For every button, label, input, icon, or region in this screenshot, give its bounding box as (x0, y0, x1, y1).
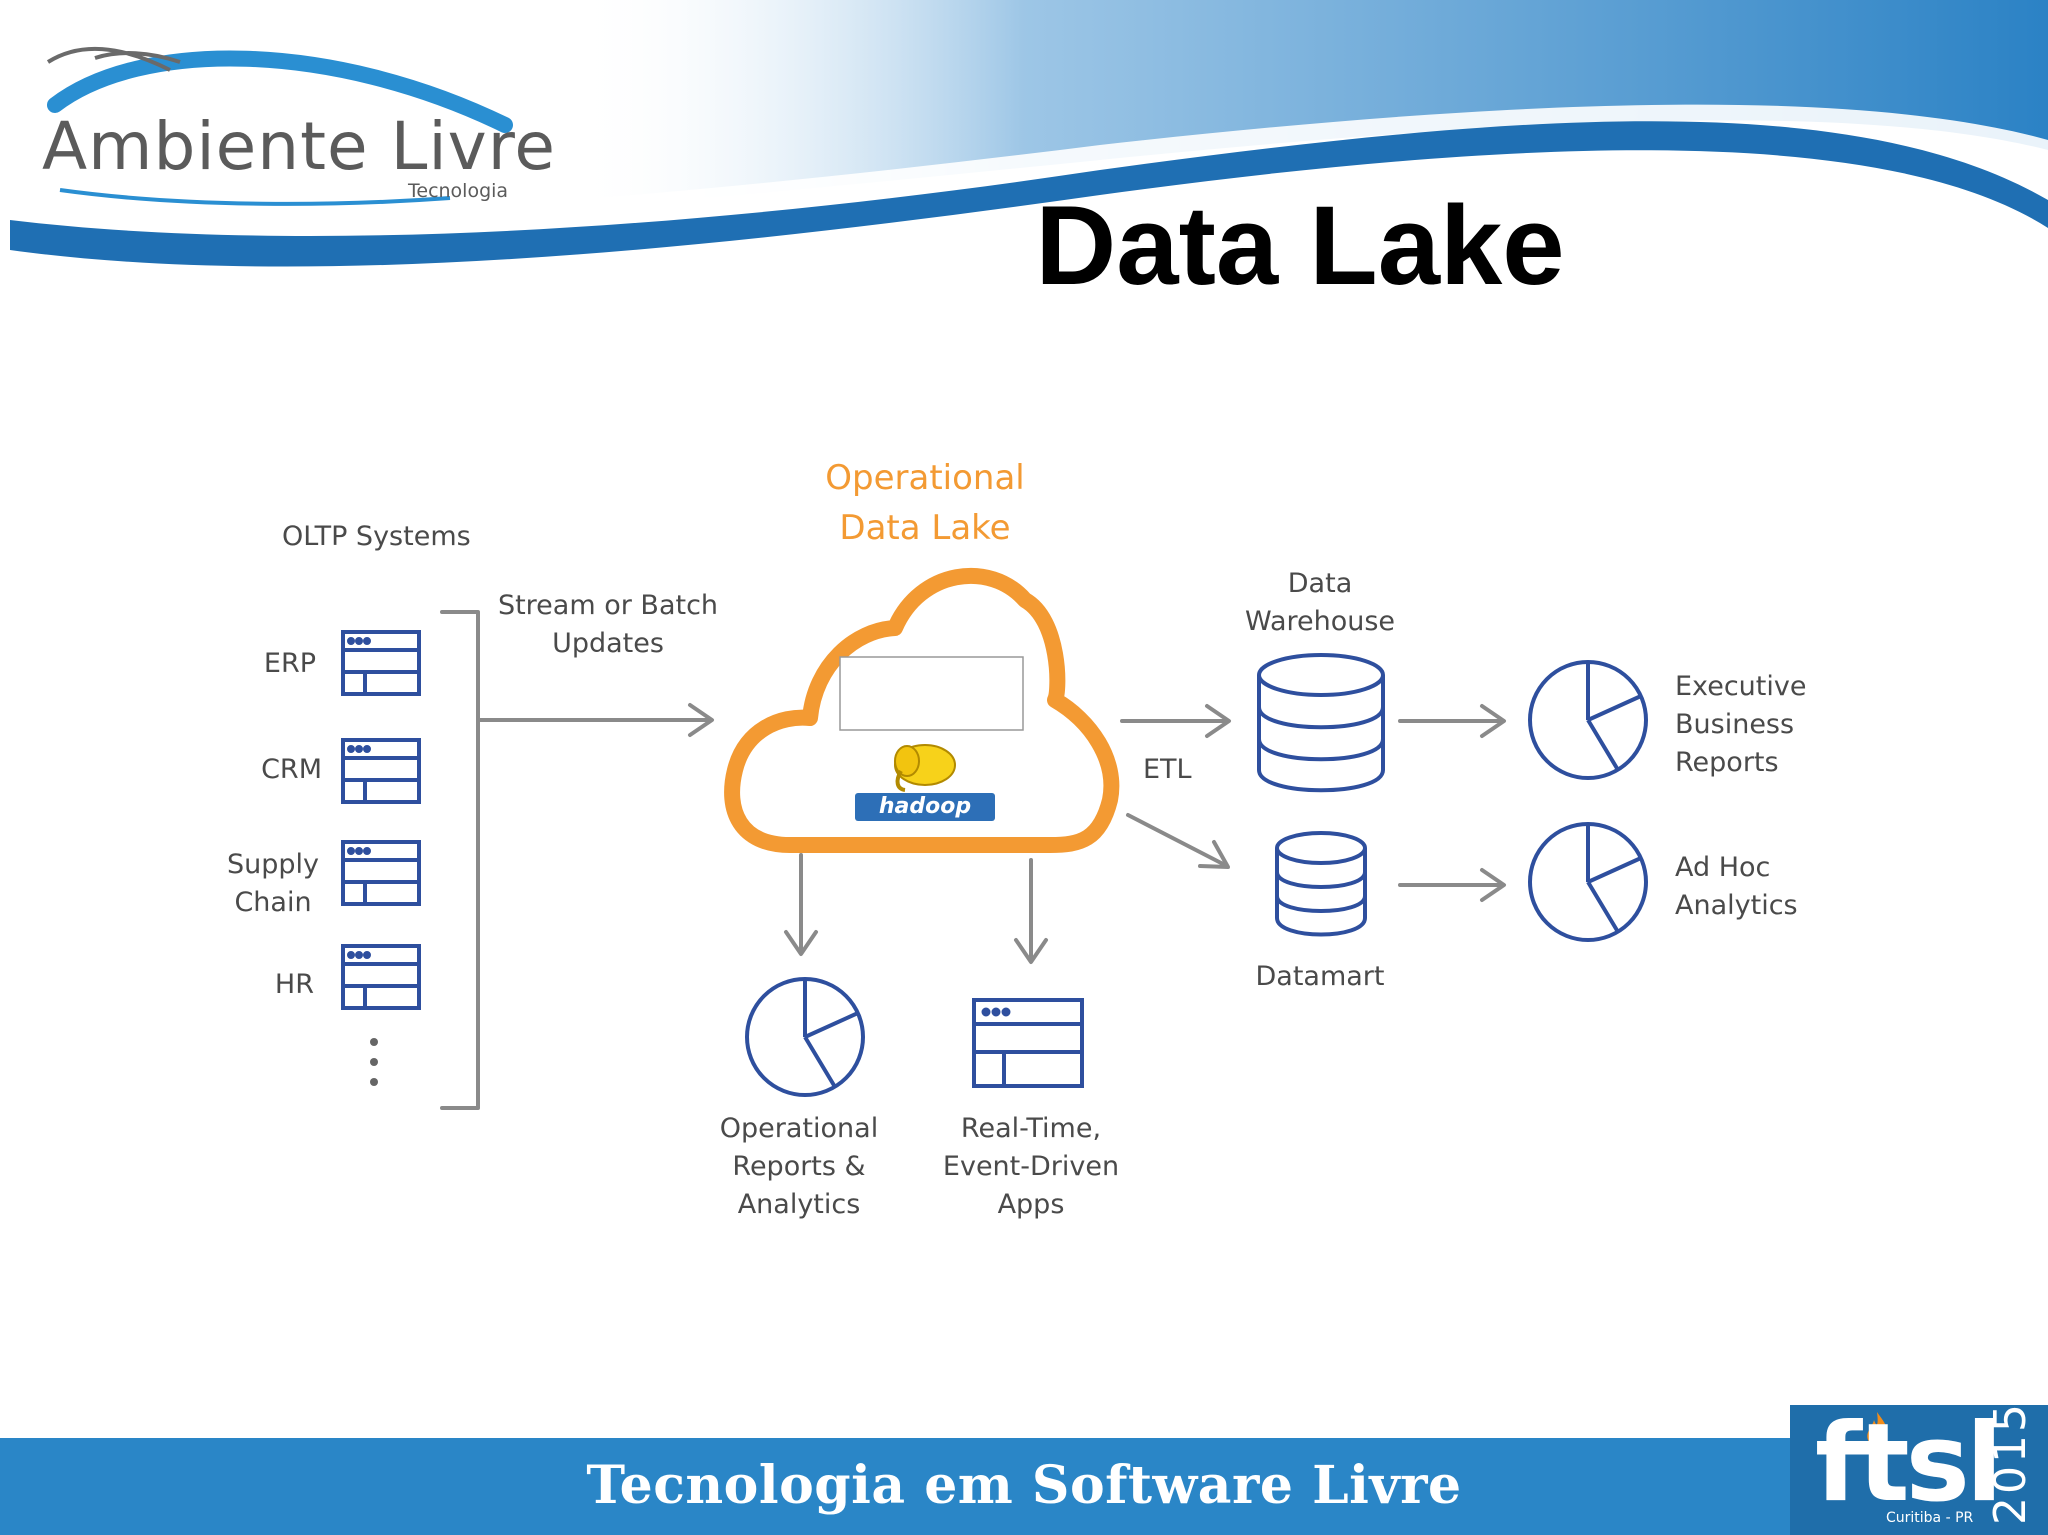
ftsl-wordmark: ftsl (1815, 1401, 2003, 1526)
pie-chart-icon-operational (745, 977, 865, 1097)
ambiente-livre-logo-graphic (46, 46, 513, 206)
arrow-to-warehouse (1120, 704, 1231, 738)
pie-chart-icon-adhoc (1528, 822, 1648, 942)
source-label-hr: HR (274, 969, 314, 1000)
window-icon-erp (341, 630, 421, 696)
ftsl-year: 2015 (1985, 1401, 2036, 1525)
logo-tagline: Tecnologia (408, 180, 509, 202)
logo-name: Ambiente Livre (42, 108, 557, 185)
header-swoosh (0, 0, 2048, 232)
data-lake-title: Operational Data Lake (825, 458, 1025, 548)
oltp-bracket (440, 610, 480, 1110)
cloud-placeholder-box (839, 656, 1024, 731)
arrow-datamart-to-adhoc (1398, 868, 1506, 902)
arrow-to-op-reports (784, 853, 818, 956)
hadoop-wordmark: hadoop (878, 794, 972, 819)
arrow-stream-updates (476, 703, 714, 737)
window-icon-supply-chain (341, 840, 421, 906)
arrow-to-datamart (1126, 813, 1230, 869)
ftsl-city: Curitiba - PR (1886, 1510, 1974, 1526)
source-label-erp: ERP (263, 648, 316, 679)
ftsl-badge (1790, 1405, 2048, 1535)
flame-icon (1867, 1412, 1888, 1446)
header-white-curve (0, 104, 2048, 242)
source-label-crm: CRM (261, 754, 322, 785)
hadoop-logo: hadoop (845, 735, 1005, 830)
stream-batch-label: Stream or Batch Updates (497, 590, 719, 659)
database-icon-warehouse (1257, 653, 1385, 793)
slide-title: Data Lake (1035, 183, 1565, 308)
more-sources-ellipsis (370, 1038, 378, 1086)
executive-reports-label: Executive Business Reports (1675, 671, 1807, 778)
operational-reports-label: Operational Reports & Analytics (719, 1113, 879, 1220)
connectors (440, 610, 1506, 1110)
footer-band (0, 1438, 2048, 1535)
hadoop-elephant-icon (855, 744, 995, 821)
window-icon-realtime-apps (972, 998, 1084, 1088)
realtime-apps-label: Real-Time, Event-Driven Apps (942, 1113, 1120, 1220)
source-label-supply-chain: Supply Chain (226, 849, 319, 918)
oltp-systems-label: OLTP Systems (282, 521, 471, 552)
window-icon-crm (341, 738, 421, 804)
database-icon-datamart (1275, 831, 1367, 937)
datamart-label: Datamart (1255, 961, 1385, 992)
footer-text: Tecnologia em Software Livre (586, 1455, 1462, 1516)
pie-chart-icon-executive (1528, 660, 1648, 780)
adhoc-analytics-label: Ad Hoc Analytics (1675, 852, 1798, 921)
arrow-to-realtime-apps (1014, 858, 1048, 964)
header-blue-stripe (10, 121, 2048, 267)
data-warehouse-label: Data Warehouse (1244, 568, 1396, 637)
etl-label: ETL (1143, 754, 1192, 785)
window-icon-hr (341, 944, 421, 1010)
diagram-drawing (341, 630, 1648, 1097)
arrow-warehouse-to-exec (1398, 704, 1506, 738)
